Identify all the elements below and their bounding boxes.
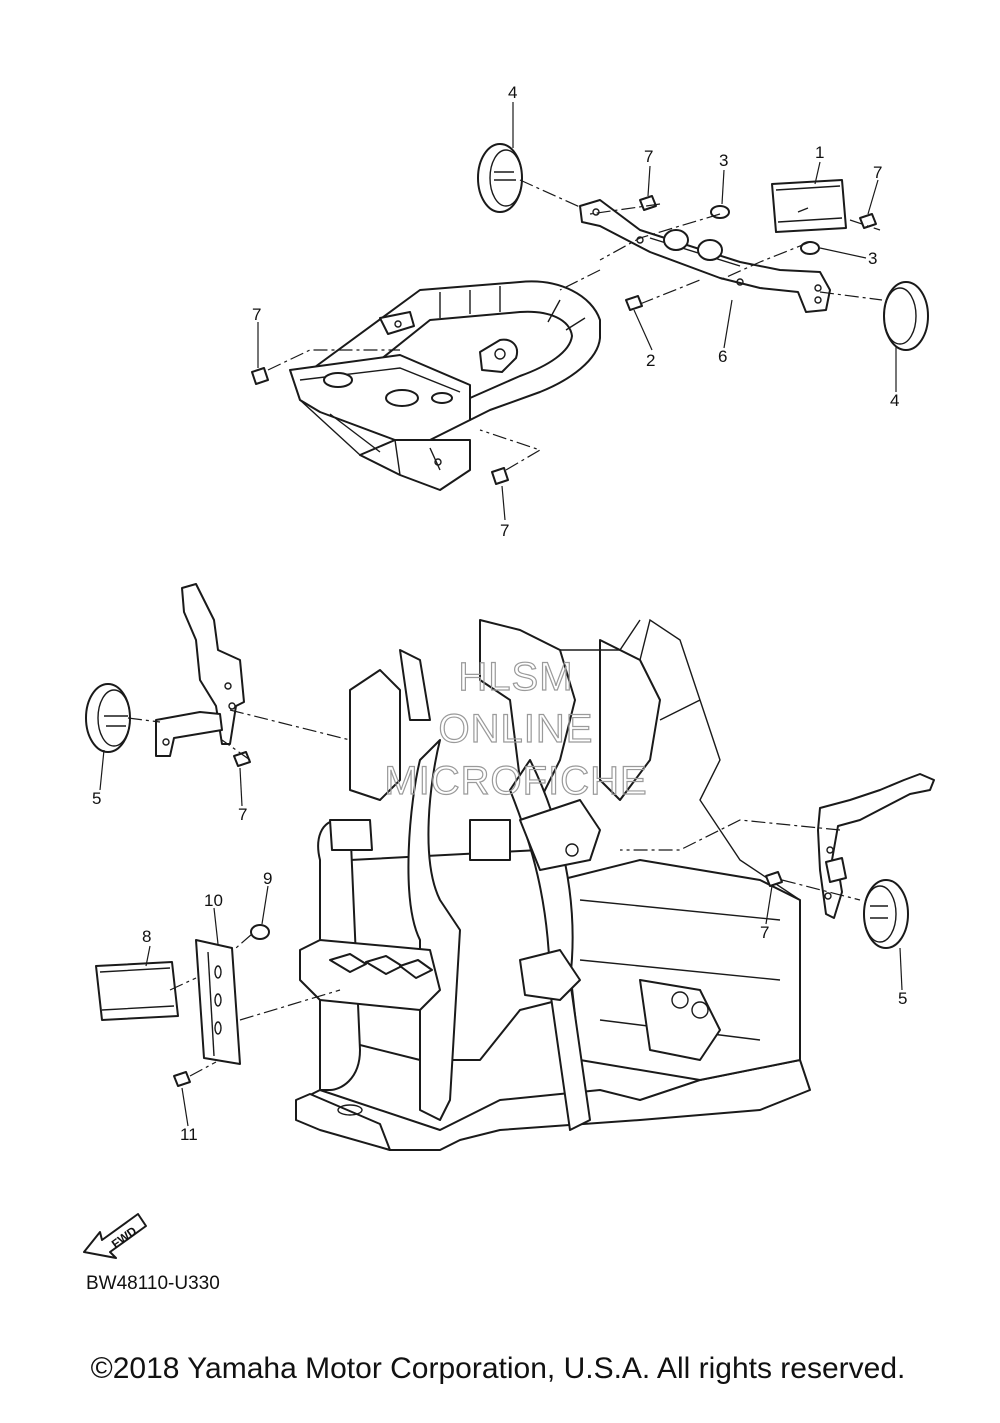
- callout-10: 10: [204, 891, 223, 910]
- reflector-bracket-6: [579, 199, 831, 313]
- callout-11: 11: [180, 1125, 198, 1144]
- callout-4b: 4: [890, 391, 899, 410]
- watermark: HLSM ONLINE MICROFICHE: [384, 654, 648, 803]
- callout-7f: 7: [760, 923, 769, 942]
- part-number: BW48110-U330: [86, 1273, 220, 1294]
- callout-7a: 7: [644, 147, 653, 166]
- callout-2: 2: [646, 351, 655, 370]
- fwd-arrow: FWD: [83, 1213, 147, 1259]
- fwd-arrow-icon: [83, 1213, 147, 1259]
- rear-frame-upper: [289, 280, 601, 491]
- callout-4a: 4: [508, 83, 517, 102]
- callout-1: 1: [815, 143, 824, 162]
- callout-7b: 7: [873, 163, 882, 182]
- reflector-bracket-10: [195, 939, 241, 1065]
- rear-reflector-1: [771, 179, 847, 233]
- callout-3b: 3: [868, 249, 877, 268]
- upper-leader-lines: [257, 102, 897, 521]
- callout-6: 6: [718, 347, 727, 366]
- round-reflector-5-right: [863, 879, 909, 949]
- callout-7e: 7: [238, 805, 247, 824]
- callout-3a: 3: [719, 151, 728, 170]
- callouts: 1 2 3 3 4 4 5 5 6 7 7 7 7 7 7 8 9 10 11: [92, 83, 907, 1144]
- round-reflector-5-left: [85, 683, 131, 753]
- callout-7d: 7: [500, 521, 509, 540]
- copyright: ©2018 Yamaha Motor Corporation, U.S.A. A…: [91, 1352, 906, 1385]
- right-reflector-stay: [817, 773, 935, 919]
- callout-7c: 7: [252, 305, 261, 324]
- lower-assembly: [85, 583, 935, 1151]
- callout-5b: 5: [898, 989, 907, 1008]
- callout-9: 9: [263, 869, 272, 888]
- watermark-line-1: HLSM: [458, 655, 573, 699]
- watermark-line-2: ONLINE: [439, 707, 594, 751]
- front-reflector-8: [95, 961, 179, 1021]
- left-reflector-stay: [155, 583, 245, 757]
- lower-fasteners: [173, 751, 783, 1087]
- lower-leader-lines: [99, 709, 903, 1127]
- callout-8: 8: [142, 927, 151, 946]
- round-reflector-4-right: [883, 281, 929, 351]
- upper-assembly: [251, 102, 929, 521]
- round-reflector-4-left: [477, 143, 523, 213]
- watermark-line-3: MICROFICHE: [384, 759, 647, 803]
- callout-5a: 5: [92, 789, 101, 808]
- front-frame: [295, 618, 811, 1151]
